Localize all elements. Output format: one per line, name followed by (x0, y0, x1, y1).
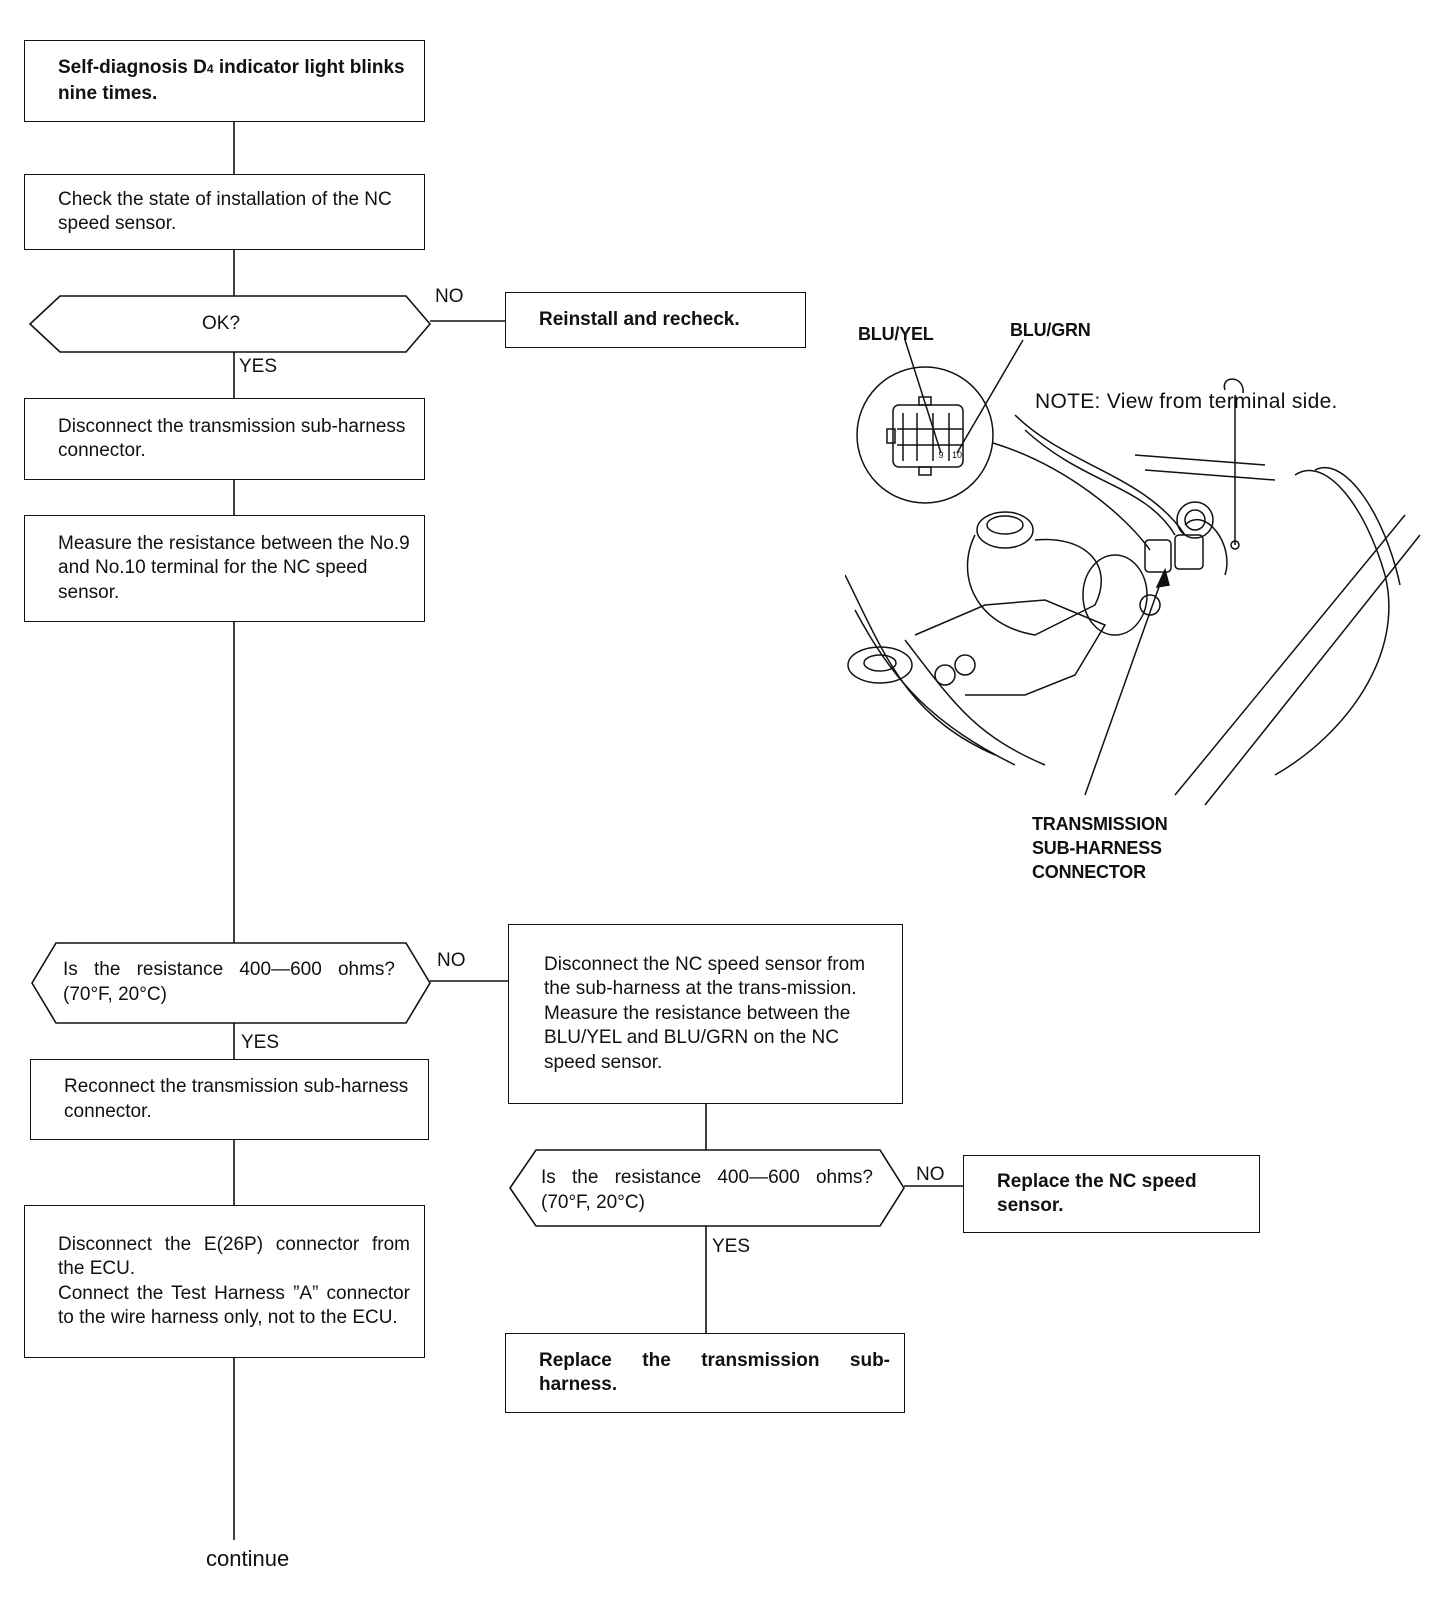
bolt-head (934, 664, 956, 686)
harness-hose (1184, 518, 1228, 576)
strut-line (904, 639, 1046, 766)
no-label-ok: NO (435, 286, 464, 307)
connector-label-line-1: TRANSMISSION (1032, 814, 1168, 834)
connector-magnifier (856, 366, 994, 504)
reservoir-cap (976, 511, 1034, 549)
harness-hose (1014, 414, 1186, 536)
check-installation-text: Check the state of installation of the N… (58, 188, 392, 235)
fender-line (854, 609, 1016, 766)
bolt-head (954, 654, 976, 676)
booster-port (1139, 594, 1161, 616)
disconnect-ecu-step-1: Disconnect the E(26P) connector from the… (58, 1233, 410, 1280)
shock-tower-inner (863, 654, 897, 672)
disconnect-subharness-text: Disconnect the transmission sub-harness … (58, 415, 406, 462)
connector-label-line-3: CONNECTOR (1032, 862, 1146, 882)
leader-arrowhead (1155, 567, 1170, 588)
measure-terminals-box: Measure the resistance between the No.9 … (24, 515, 425, 622)
subharness-connector-body (1144, 539, 1172, 573)
label-leader (1084, 569, 1166, 796)
decision-ok-shape (28, 295, 432, 353)
decision-resistance-1-shape (31, 942, 431, 1024)
fender-curve (1314, 467, 1401, 586)
disconnect-sensor-box: Disconnect the NC speed sensor from the … (508, 924, 903, 1104)
filler-cap (1176, 501, 1214, 539)
no-label-resistance-1: NO (437, 950, 466, 971)
yes-label-resistance-2: YES (712, 1236, 751, 1257)
fender-line (845, 574, 996, 756)
dipstick-handle (1223, 378, 1244, 394)
disconnect-subharness-box: Disconnect the transmission sub-harness … (24, 398, 425, 480)
replace-sensor-text: Replace the NC speed sensor. (997, 1170, 1197, 1217)
magnifier-tail (992, 442, 1151, 551)
fender-curve (1274, 469, 1390, 776)
decision-resistance-2-text: Is the resistance 400—600 ohms? (70°F, 2… (541, 1167, 873, 1213)
reservoir-cap-top (986, 515, 1024, 535)
shock-tower (847, 646, 913, 684)
measure-terminals-text: Measure the resistance between the No.9 … (58, 532, 410, 603)
no-label-resistance-2: NO (916, 1164, 945, 1185)
reconnect-subharness-text: Reconnect the transmission sub-harness c… (64, 1076, 409, 1122)
start-box: Self-diagnosis D4 indicator light blinks… (24, 40, 425, 122)
reinstall-box: Reinstall and recheck. (505, 292, 806, 348)
grille-line (1144, 469, 1276, 481)
disconnect-ecu-box: Disconnect the E(26P) connector from the… (24, 1205, 425, 1358)
disconnect-sensor-step-2: Measure the resistance between the BLU/Y… (544, 1002, 851, 1073)
grille-line (1134, 454, 1266, 466)
continue-text: continue (206, 1546, 290, 1571)
connector-tab-bottom (918, 466, 932, 476)
yes-label-ok: YES (239, 356, 278, 377)
connector-label-line-2: SUB-HARNESS (1032, 838, 1162, 858)
bodyline (1204, 534, 1421, 806)
terminal-10-label: 10 (952, 450, 962, 460)
decision-resistance-1-text: Is the resistance 400—600 ohms? (70°F, 2… (63, 959, 395, 1005)
replace-sensor-box: Replace the NC speed sensor. (963, 1155, 1260, 1233)
disconnect-sensor-step-1: Disconnect the NC speed sensor from the … (544, 953, 866, 1000)
reinstall-text: Reinstall and recheck. (539, 308, 740, 330)
brake-booster (1082, 554, 1148, 636)
start-text: Self-diagnosis D4 indicator light blinks… (58, 57, 405, 104)
decision-ok-text: OK? (202, 313, 241, 334)
terminal-9-label: 9 (938, 450, 943, 460)
harness-hose (1024, 429, 1176, 536)
blu-grn-label: BLU/GRN (1010, 320, 1091, 340)
terminal-side-note: NOTE: View from terminal side. (1035, 390, 1338, 413)
blu-grn-leader (956, 339, 1024, 454)
blu-yel-leader (904, 339, 942, 454)
connector-latch (886, 428, 896, 444)
replace-subharness-text: Replace the transmission sub-harness. (539, 1349, 890, 1396)
blu-yel-label: BLU/YEL (858, 324, 934, 344)
engine-bay-illustration: 9 10 (845, 339, 1421, 806)
yes-label-resistance-1: YES (241, 1032, 280, 1053)
strut-brace (914, 599, 1107, 696)
replace-subharness-box: Replace the transmission sub-harness. (505, 1333, 905, 1413)
bodyline (1174, 514, 1406, 796)
check-installation-box: Check the state of installation of the N… (24, 174, 425, 250)
sensor-connector-body (1174, 534, 1204, 570)
dipstick-tip (1230, 540, 1240, 550)
master-cylinder (966, 534, 1102, 636)
decision-resistance-2-shape (509, 1149, 905, 1227)
filler-cap-inner (1184, 509, 1206, 531)
reconnect-subharness-box: Reconnect the transmission sub-harness c… (30, 1059, 429, 1140)
disconnect-ecu-step-2: Connect the Test Harness ”A” connector t… (58, 1282, 410, 1329)
